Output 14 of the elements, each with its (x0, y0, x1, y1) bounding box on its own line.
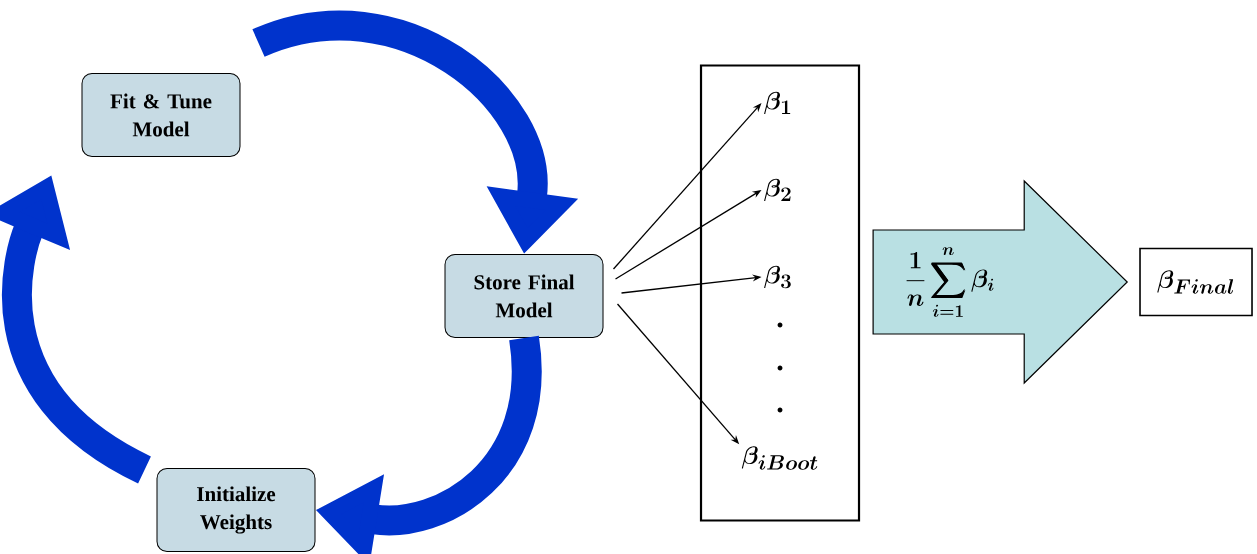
ellipsis-dot: . (777, 365, 783, 371)
coefficient-label: $\bm{\beta_{iBoot}}$ (741, 446, 818, 470)
coefficient-label: $\bm{\beta_{1}}$ (764, 91, 791, 115)
result-box: $\bm{\beta_{Final}}$ (1139, 247, 1253, 317)
results-frame (699, 64, 861, 522)
coefficient-label: $\bm{\beta_{3}}$ (764, 265, 791, 289)
process-box: Initialize Weights (156, 468, 316, 552)
edge-label: $\bm{\frac{1}{n}\sum_{i=1}^{n}\beta_{i}}$ (906, 247, 994, 317)
ellipsis-dot: . (777, 407, 783, 413)
process-box: Store Final Model (444, 254, 604, 338)
process-box: Fit & Tune Model (81, 73, 241, 157)
block-arrow (872, 179, 1129, 385)
ellipsis-dot: . (777, 322, 783, 328)
coefficient-label: $\bm{\beta_{2}}$ (764, 178, 791, 202)
